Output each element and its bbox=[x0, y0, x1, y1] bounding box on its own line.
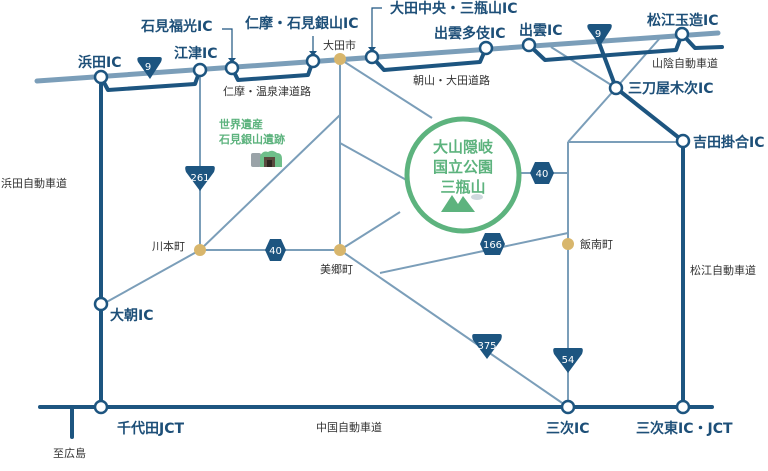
asahi-ic-label[interactable]: 大朝IC bbox=[110, 307, 153, 324]
route-9-shield: 9 bbox=[136, 57, 162, 79]
iinan-label: 飯南町 bbox=[580, 237, 613, 251]
svg-text:9: 9 bbox=[595, 29, 601, 40]
heritage-label-1: 世界遺産 bbox=[219, 117, 263, 131]
arrow-iwami-fukumitsu bbox=[222, 28, 233, 60]
svg-text:261: 261 bbox=[190, 173, 209, 184]
hamada-expressway-label: 浜田自動車道 bbox=[1, 176, 67, 190]
svg-text:166: 166 bbox=[483, 240, 502, 251]
svg-text:54: 54 bbox=[562, 355, 575, 366]
park-name-line3: 三瓶山 bbox=[440, 178, 485, 196]
asayama-oda-road-label: 朝山・大田道路 bbox=[413, 73, 490, 87]
heritage-label-2: 石見銀山遺跡 bbox=[218, 132, 285, 146]
to-hiroshima-label: 至広島 bbox=[53, 446, 86, 460]
chugoku-expressway-label: 中国自動車道 bbox=[316, 420, 382, 434]
iwami-fukumitsu-ic-label[interactable]: 石見福光IC bbox=[140, 18, 212, 35]
route-166-hexagon: 166 bbox=[480, 233, 505, 255]
chiyoda-jct-label[interactable]: 千代田JCT bbox=[117, 420, 184, 437]
park-circle bbox=[404, 116, 522, 234]
callout-arrows bbox=[222, 7, 382, 60]
oda-park-road bbox=[339, 142, 411, 183]
hamada-ic-label[interactable]: 浜田IC bbox=[78, 54, 121, 71]
nima-ic-label[interactable]: 仁摩・石見銀山IC bbox=[245, 15, 358, 32]
asayama-oda-road-line bbox=[370, 46, 488, 72]
kawamoto-asahi-road bbox=[102, 249, 201, 305]
matsue-expressway-label: 松江自動車道 bbox=[690, 263, 756, 277]
oda-park-north-road bbox=[339, 58, 433, 119]
park-name-line1: 大山隠岐 bbox=[433, 138, 494, 156]
route-54-shield: 54 bbox=[553, 348, 583, 373]
mitoya-south-road bbox=[567, 87, 617, 143]
arrow-oda-chuo bbox=[371, 7, 382, 49]
sanin-expressway-label: 山陰自動車道 bbox=[652, 56, 718, 70]
izumo-taki-ic-label[interactable]: 出雲多伎IC bbox=[434, 25, 505, 42]
route-9-shield: 9 bbox=[586, 24, 612, 46]
town-dots bbox=[194, 53, 574, 256]
gotsu-ic-label[interactable]: 江津IC bbox=[174, 45, 217, 62]
yoshida-kakeya-ic-label[interactable]: 吉田掛合IC bbox=[693, 134, 764, 151]
sanbe-national-park[interactable]: 大山隠岐 国立公園 三瓶山 bbox=[404, 116, 522, 234]
mountain-icon bbox=[441, 194, 483, 212]
kawamoto-label: 川本町 bbox=[152, 239, 185, 253]
route-shields: 9 9 261 375 54 40 40 166 bbox=[136, 24, 612, 373]
route-40-hexagon: 40 bbox=[530, 162, 554, 184]
matsue-mitoya-road bbox=[615, 37, 661, 89]
silver-mine-icon bbox=[251, 150, 282, 167]
sanin-expressway-east bbox=[527, 32, 724, 62]
interchange-nodes[interactable] bbox=[93, 26, 691, 415]
kawamoto-oda-road bbox=[199, 114, 341, 251]
route-40-hexagon: 40 bbox=[265, 239, 286, 261]
oda-chuo-ic-label[interactable]: 大田中央・三瓶山IC bbox=[390, 0, 517, 17]
miyoshi-higashi-ic-label[interactable]: 三次東IC・JCT bbox=[636, 420, 733, 437]
izumo-ic-label[interactable]: 出雲IC bbox=[519, 22, 562, 39]
nima-onsentsu-road-label: 仁摩・温泉津道路 bbox=[223, 84, 311, 98]
miyoshi-ic-label[interactable]: 三次IC bbox=[546, 420, 589, 437]
route-261-shield: 261 bbox=[185, 166, 215, 191]
mitoya-kisuki-ic-label[interactable]: 三刀屋木次IC bbox=[628, 80, 713, 97]
route-375-road bbox=[339, 249, 569, 408]
route-166-road bbox=[379, 232, 569, 274]
svg-text:375: 375 bbox=[477, 341, 496, 352]
matsue-tamatsukuri-ic-label[interactable]: 松江玉造IC bbox=[647, 12, 718, 29]
svg-text:40: 40 bbox=[536, 169, 549, 180]
misato-park-road bbox=[339, 211, 401, 251]
route-375-shield: 375 bbox=[472, 334, 502, 359]
matsue-expressway-line bbox=[596, 38, 685, 409]
expressways bbox=[38, 32, 724, 439]
park-name-line2: 国立公園 bbox=[433, 158, 493, 176]
misato-label: 美郷町 bbox=[320, 262, 353, 276]
oda-city-label: 大田市 bbox=[323, 38, 356, 52]
sanin-expressway-hamada-gotsu bbox=[99, 68, 202, 92]
svg-text:9: 9 bbox=[145, 62, 151, 73]
izumo-mitoya-road bbox=[550, 46, 617, 89]
svg-text:40: 40 bbox=[269, 246, 282, 257]
